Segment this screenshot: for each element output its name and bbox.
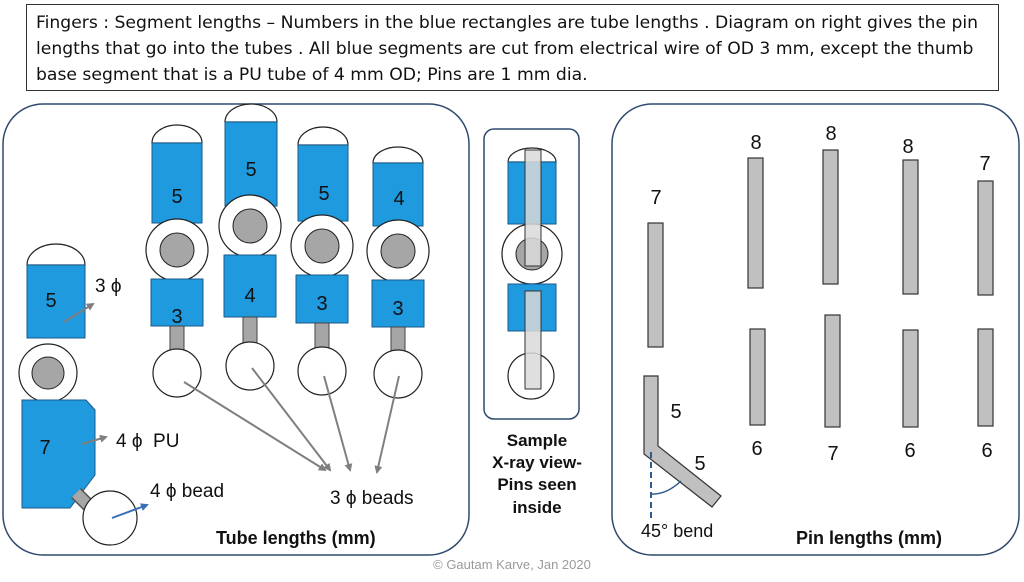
finger-4-bottom-tube-label: 3: [392, 298, 403, 320]
finger-2-tip-cap: [224, 103, 278, 123]
copyright-footer: © Gautam Karve, Jan 2020: [433, 557, 591, 572]
finger-2-joint-inner: [232, 208, 268, 244]
finger-3-bottom-tube-label: 3: [316, 293, 327, 315]
finger-4: 4 3: [366, 146, 430, 399]
pin-top-2-label: 8: [750, 132, 761, 154]
thumb-base-tube-label: 7: [39, 437, 50, 459]
finger-1: 5 3: [145, 124, 209, 398]
finger-4-tip-cap: [372, 146, 424, 164]
pin-top-1-label: 7: [650, 187, 661, 209]
bent-pin: [643, 375, 722, 508]
thumb: 5 7: [18, 243, 138, 546]
pin-top-3: [822, 149, 839, 285]
label-3phi-beads: 3 ϕ beads: [330, 488, 414, 509]
finger-3-bottom-tube: [295, 274, 349, 324]
finger-2-bottom-tube: [223, 254, 277, 318]
pin-bottom-1-label: 6: [751, 438, 762, 460]
finger-1-joint-inner: [159, 232, 195, 268]
label-4phi-bead: 4 ϕ bead: [150, 481, 224, 502]
finger-2-bottom-tube-label: 4: [244, 285, 255, 307]
finger-3-top-tube-label: 5: [318, 183, 329, 205]
pin-top-5: [977, 180, 994, 296]
thumb-top-tube: [26, 264, 86, 339]
tube-lengths-panel: [2, 103, 470, 556]
arrow-4phi-pu: [81, 434, 108, 445]
thumb-bead: [82, 490, 138, 546]
finger-2-connector-pin: [242, 316, 258, 345]
pin-top-4: [902, 159, 919, 295]
finger-3-joint-inner: [304, 228, 340, 264]
tube-lengths-title: Tube lengths (mm): [216, 528, 376, 548]
pin-top-4-label: 8: [902, 136, 913, 158]
pin-top-3-label: 8: [825, 123, 836, 145]
pin-bottom-3: [902, 329, 919, 428]
arrow-bead-1: [183, 381, 327, 472]
header-box: Fingers : Segment lengths – Numbers in t…: [26, 4, 999, 91]
xray-caption-line-1: Sample: [507, 431, 567, 450]
bent-pin-lower-label: 5: [694, 453, 705, 475]
finger-4-joint-inner: [380, 233, 416, 269]
arrow-4phi-bead: [111, 503, 149, 519]
finger-1-bottom-tube: [150, 278, 204, 327]
finger-3-tip-cap: [297, 126, 349, 146]
pin-bottom-1: [749, 328, 766, 426]
finger-4-bead: [373, 349, 423, 399]
bend-angle-label: 45° bend: [641, 521, 713, 541]
finger-1-tip-cap: [151, 124, 203, 144]
xray-pin-upper: [524, 149, 542, 267]
finger-1-connector-pin: [169, 325, 185, 353]
xray-caption-line-4: inside: [512, 498, 561, 517]
xray-caption-line-2: X-ray view-: [492, 453, 582, 472]
pin-bottom-2: [824, 314, 841, 428]
thumb-top-tube-label: 5: [45, 290, 56, 312]
finger-1-top-tube-label: 5: [171, 186, 182, 208]
finger-2-bead: [225, 341, 275, 391]
finger-1-bottom-tube-label: 3: [171, 306, 182, 328]
finger-1-bead: [152, 348, 202, 398]
arrow-bead-2: [251, 367, 332, 472]
arrow-3phi: [63, 302, 95, 323]
finger-4-connector-pin: [390, 326, 406, 354]
thumb-base-tube: [21, 399, 96, 509]
pin-top-1: [647, 222, 664, 348]
finger-3-bead: [297, 346, 347, 396]
xray-finger: [501, 147, 563, 400]
xray-pin-lower: [524, 290, 542, 390]
finger-3-top-tube: [297, 144, 349, 222]
thumb-tip-cap: [26, 243, 86, 266]
label-3phi: 3 ϕ: [95, 276, 122, 297]
bent-pin-upper-label: 5: [670, 401, 681, 423]
finger-3: 5 3: [290, 126, 354, 396]
finger-1-top-tube: [151, 142, 203, 224]
pin-bottom-3-label: 6: [904, 440, 915, 462]
pin-top-2: [747, 157, 764, 289]
arrow-bead-4: [374, 375, 400, 474]
finger-3-connector-pin: [314, 322, 330, 350]
pin-bottom-4: [977, 328, 994, 427]
bend-angle-arc: [650, 480, 682, 495]
finger-4-top-tube: [372, 162, 424, 227]
finger-2-top-tube-label: 5: [245, 159, 256, 181]
pin-bottom-2-label: 7: [827, 443, 838, 465]
pin-lengths-title: Pin lengths (mm): [796, 528, 942, 548]
arrow-bead-3: [323, 375, 353, 472]
finger-2: 5 4: [218, 103, 282, 391]
label-4phi-pu: 4 ϕ PU: [116, 431, 179, 452]
thumb-joint-inner: [31, 356, 65, 390]
finger-2-top-tube: [224, 121, 278, 207]
xray-caption-line-3: Pins seen: [497, 475, 576, 494]
pin-bottom-4-label: 6: [981, 440, 992, 462]
pin-top-5-label: 7: [979, 153, 990, 175]
header-text: Fingers : Segment lengths – Numbers in t…: [36, 13, 979, 85]
finger-4-top-tube-label: 4: [393, 188, 404, 210]
